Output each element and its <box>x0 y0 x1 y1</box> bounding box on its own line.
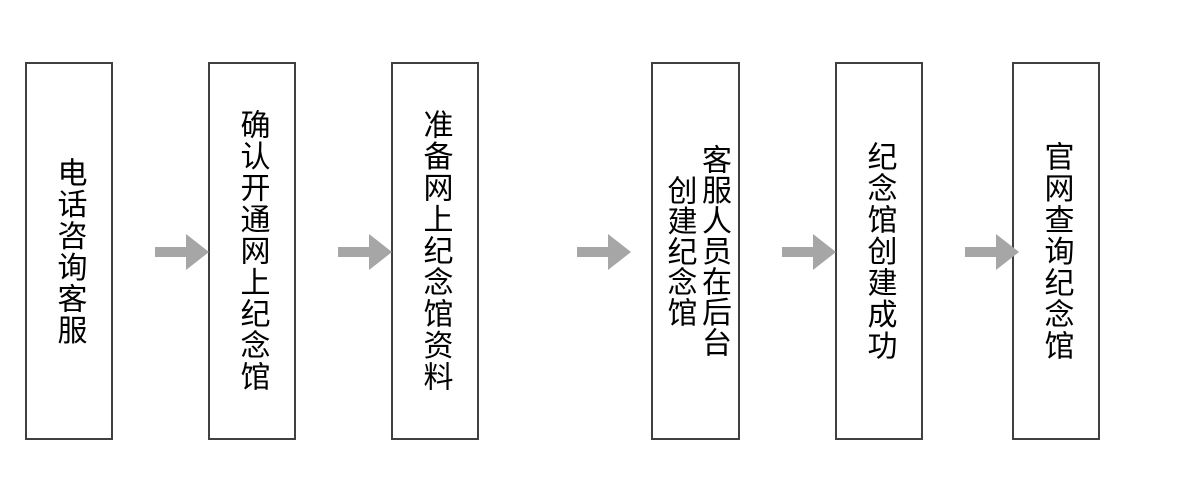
flow-step-5-label: 纪念馆创建成功 <box>861 140 897 362</box>
flow-step-3-label: 准备网上纪念馆资料 <box>417 109 453 393</box>
flow-arrow-4-right-arrow-icon <box>782 234 836 270</box>
flow-arrow-2-right-arrow-icon <box>338 234 392 270</box>
flow-arrow-3-right-arrow-icon <box>577 234 631 270</box>
flow-step-2-label: 确认开通网上纪念馆 <box>234 109 270 393</box>
flow-arrow-1-right-arrow-icon <box>155 234 209 270</box>
flow-step-2[interactable]: 确认开通网上纪念馆 <box>208 62 296 440</box>
flow-step-4-label: 客服人员在后台创建纪念馆 <box>661 144 732 358</box>
flow-step-6-label: 官网查询纪念馆 <box>1038 140 1074 362</box>
flow-step-5[interactable]: 纪念馆创建成功 <box>835 62 923 440</box>
flow-step-3[interactable]: 准备网上纪念馆资料 <box>391 62 479 440</box>
flow-step-1[interactable]: 电话咨询客服 <box>25 62 113 440</box>
flow-step-1-label: 电话咨询客服 <box>51 156 87 346</box>
flow-step-4[interactable]: 客服人员在后台创建纪念馆 <box>651 62 740 440</box>
flow-arrow-5-right-arrow-icon <box>965 234 1019 270</box>
flow-step-6[interactable]: 官网查询纪念馆 <box>1012 62 1100 440</box>
